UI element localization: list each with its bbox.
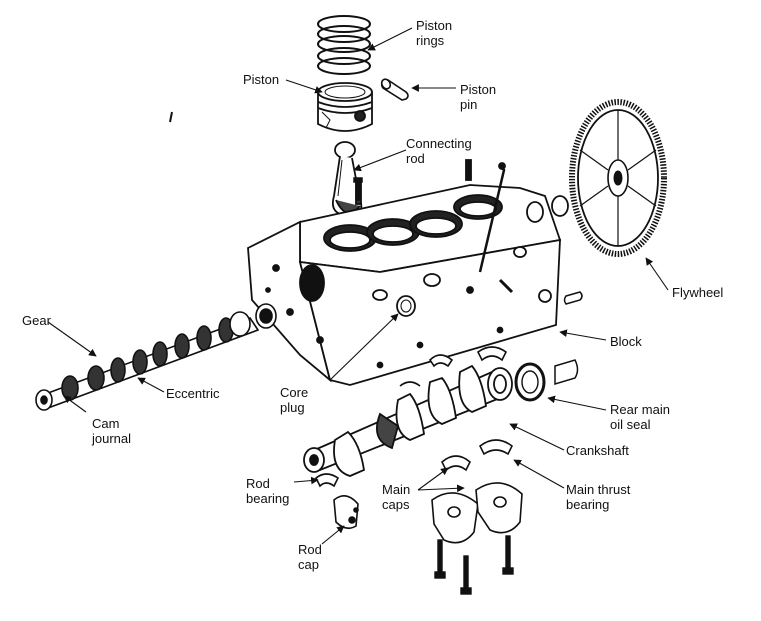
leader-cam-journal <box>63 395 87 413</box>
core-plug-illustration <box>396 295 416 317</box>
engine-block-illustration <box>247 159 569 386</box>
crankshaft-illustration <box>303 364 513 477</box>
leader-rear-main-oil-seal <box>547 395 607 411</box>
label-flywheel: Flywheel <box>672 285 724 300</box>
label-rod-bearing: Rod bearing <box>246 476 290 506</box>
label-connecting-rod: Connecting rod <box>406 136 472 166</box>
head-bolt-illustration <box>353 177 363 201</box>
label-rod-cap: Rod cap <box>298 542 322 572</box>
leader-lines <box>47 27 669 545</box>
label-piston-pin: Piston pin <box>460 82 497 112</box>
main-caps-illustration <box>431 482 523 544</box>
expansion-plug-illustration <box>563 291 583 305</box>
leader-crankshaft <box>509 423 565 451</box>
upper-main-bearing-illustration <box>399 346 508 387</box>
leader-main-caps-a <box>417 484 465 493</box>
label-cam-journal: Cam journal <box>92 416 132 446</box>
label-gear: Gear <box>22 313 51 328</box>
label-core-plug: Core plug <box>280 385 309 415</box>
stray-mark <box>169 111 173 123</box>
leader-flywheel <box>645 257 669 291</box>
leader-piston <box>285 79 323 94</box>
leader-main-caps-b <box>417 467 449 491</box>
leader-rod-bearing <box>293 476 319 485</box>
label-eccentric: Eccentric <box>166 386 220 401</box>
leader-piston-rings <box>367 27 413 51</box>
leader-rod-cap <box>321 525 345 545</box>
piston-pin-illustration <box>380 78 409 101</box>
leader-main-thrust-bearing <box>513 459 565 489</box>
label-crankshaft: Crankshaft <box>566 443 629 458</box>
label-piston-rings: Piston rings <box>416 18 453 48</box>
label-main-thrust-bearing: Main thrust bearing <box>566 482 631 512</box>
main-cap-bolts-illustration <box>434 535 514 595</box>
piston-illustration <box>317 82 373 132</box>
label-main-caps: Main caps <box>382 482 411 512</box>
rod-cap-illustration <box>333 495 359 530</box>
flywheel-illustration <box>569 99 667 257</box>
leader-connecting-rod <box>353 149 407 172</box>
leader-gear <box>47 321 97 357</box>
rod-bearing-illustration <box>314 473 340 488</box>
camshaft-illustration <box>35 303 277 411</box>
label-rear-main-oil-seal: Rear main oil seal <box>610 402 670 432</box>
label-block: Block <box>610 334 642 349</box>
rear-main-oil-seal-illustration <box>514 359 579 402</box>
leader-eccentric <box>137 377 165 393</box>
main-bearing-shells-illustration <box>441 439 514 472</box>
leader-block <box>559 329 607 341</box>
leader-core-plug <box>329 313 399 381</box>
piston-rings-illustration <box>317 15 371 75</box>
label-piston: Piston <box>243 72 280 87</box>
